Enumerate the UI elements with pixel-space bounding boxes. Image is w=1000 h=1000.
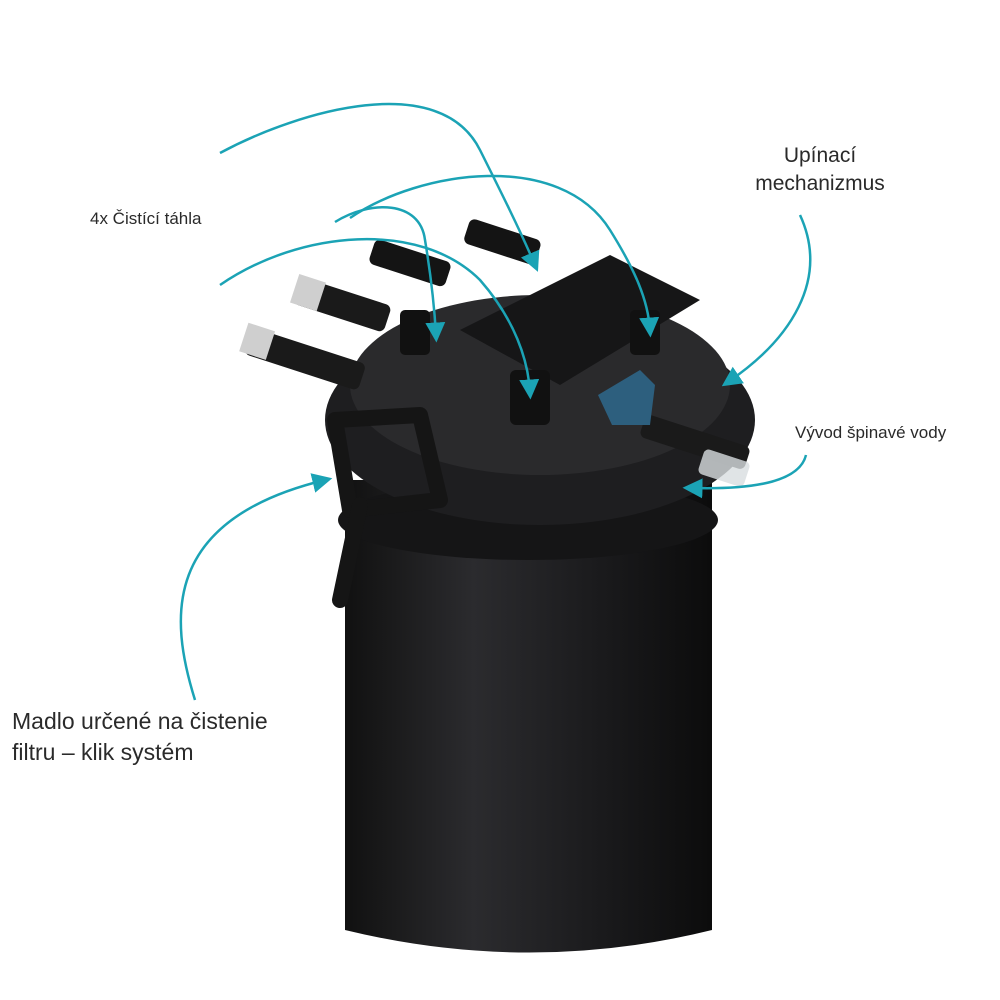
hose-ports [239, 219, 750, 487]
label-dirty-outlet: Vývod špinavé vody [795, 423, 947, 442]
label-cleaning-rods: 4x Čistící táhla [90, 209, 202, 228]
arrow-outlet [682, 454, 808, 499]
valve-knob [598, 370, 655, 425]
label-handle-line1: Madlo určené na čistenie [12, 708, 268, 734]
label-clamp-line2: mechanizmus [755, 172, 885, 196]
arrow-rod-4 [219, 238, 540, 400]
filter-body [338, 480, 718, 953]
arrow-handle [179, 473, 333, 701]
filter-lid [325, 255, 755, 525]
label-clamp-line1: Upínací [783, 144, 857, 167]
label-handle-line2: filtru – klik systém [12, 739, 194, 766]
arrow-clamp [721, 214, 812, 387]
cleaning-handle [327, 407, 448, 608]
label-handle: Madlo určené na čistenie filtru – klik s… [12, 706, 268, 768]
label-clamp-mechanism: Upínací mechanizmus [720, 142, 920, 199]
arrow-rod-3 [349, 174, 660, 338]
arrow-rod-1 [219, 102, 540, 272]
callout-arrows [179, 102, 812, 701]
